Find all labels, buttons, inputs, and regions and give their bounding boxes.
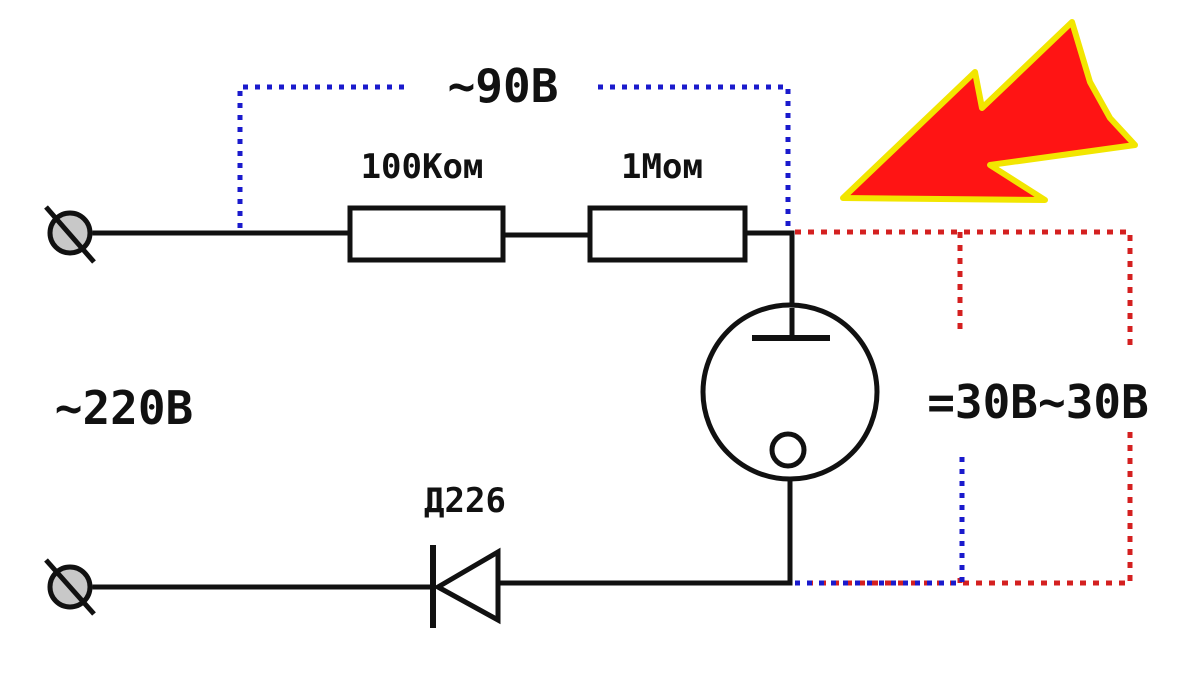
- wiring: [92, 230, 833, 590]
- terminal-icon: [44, 558, 96, 616]
- resistor-icon: [347, 205, 506, 263]
- neon-lamp-icon: [700, 302, 880, 482]
- input-voltage-label: ~220В: [55, 381, 193, 435]
- resistor-2-label: 1Мом: [621, 147, 703, 187]
- red-arrow-icon: [840, 19, 1138, 203]
- output-voltage-label: =30В~30В: [927, 375, 1149, 429]
- resistor-icon: [587, 205, 748, 263]
- terminal-icon: [44, 205, 96, 264]
- blue-measure-top: [237, 84, 791, 228]
- top-voltage-label: ~90В: [448, 59, 559, 113]
- resistor-1-label: 100Ком: [361, 147, 484, 187]
- diode-icon: [430, 545, 501, 628]
- blue-measure-bottom: [795, 450, 965, 586]
- diode-label: Д226: [424, 481, 506, 521]
